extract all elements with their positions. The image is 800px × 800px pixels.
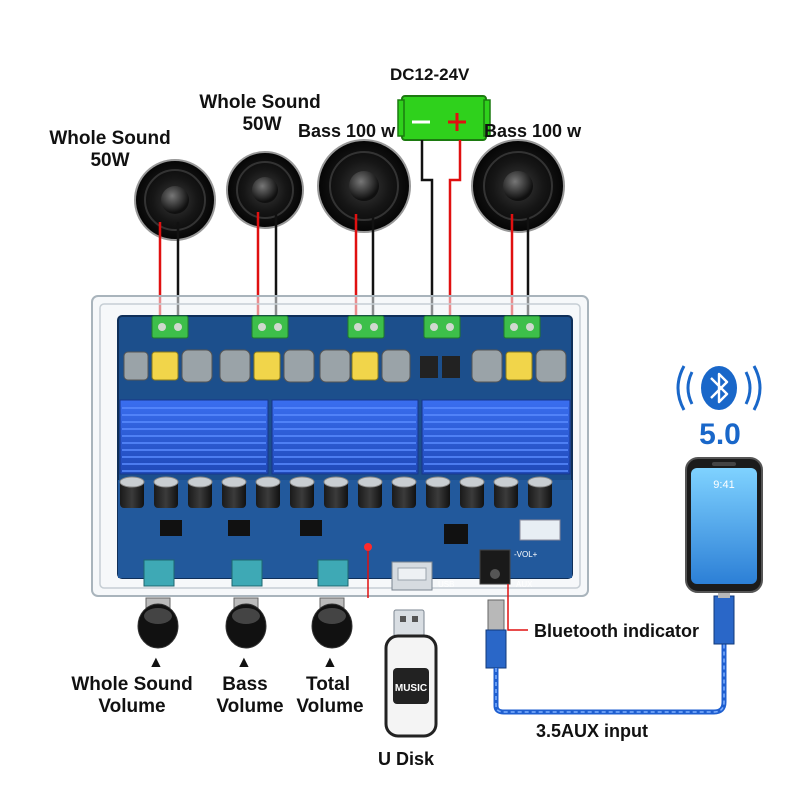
potentiometers (143, 559, 349, 587)
knob-total[interactable] (311, 597, 353, 649)
bluetooth-indicator-label: Bluetooth indicator (534, 621, 699, 641)
board-aux-label: AUX (516, 580, 533, 589)
speaker3-label: Bass 100 w (298, 121, 396, 141)
speaker-1 (134, 159, 216, 241)
capacitor (187, 476, 213, 508)
aux-jack[interactable] (479, 549, 511, 585)
speaker-3 (317, 139, 411, 233)
capacitor (357, 476, 383, 508)
power-wires (420, 140, 462, 318)
usb-disk (384, 609, 438, 738)
knob1-marker: ▲ (148, 654, 164, 671)
bluetooth-version: 5.0 (699, 418, 741, 451)
capacitor (459, 476, 485, 508)
usb-disk-label: U Disk (378, 749, 435, 769)
battery-body (401, 95, 487, 141)
speaker2-label-line1: Whole Sound (199, 92, 321, 113)
knob3-label-line1: Total (306, 674, 350, 695)
capacitor (493, 476, 519, 508)
knob1-label-line1: Whole Sound (71, 674, 193, 695)
capacitor-row (119, 476, 553, 508)
capacitor (153, 476, 179, 508)
heatsink-fins (122, 407, 568, 472)
capacitor (255, 476, 281, 508)
capacitor (221, 476, 247, 508)
speaker1-label-line2: 50W (90, 150, 130, 171)
capacitor (391, 476, 417, 508)
power-supply (397, 95, 491, 141)
board-vol-label: -VOL+ (514, 550, 538, 559)
knob-whole-sound[interactable] (137, 597, 179, 649)
capacitor (425, 476, 451, 508)
capacitor (289, 476, 315, 508)
speaker-4 (471, 139, 565, 233)
phone-time: 9:41 (713, 479, 735, 491)
indicator-leader (507, 584, 528, 631)
heatsinks (119, 399, 571, 475)
knob3-marker: ▲ (322, 654, 338, 671)
knob2-label-line1: Bass (222, 674, 268, 695)
capacitor (527, 476, 553, 508)
speaker-2 (226, 151, 304, 229)
speaker4-label: Bass 100 w (484, 121, 582, 141)
inductor-row (123, 349, 567, 383)
capacitor (119, 476, 145, 508)
power-label: DC12-24V (390, 65, 470, 84)
bluetooth-led (364, 543, 372, 551)
usb-stick-text: MUSIC (394, 683, 428, 694)
knob2-label-line2: Volume (216, 696, 284, 717)
ic-chips (160, 519, 561, 544)
knob1-label-line2: Volume (98, 696, 166, 717)
knob3-label-line2: Volume (296, 696, 364, 717)
smartphone (685, 457, 763, 593)
aux-cable (485, 588, 735, 715)
knob2-marker: ▲ (236, 654, 252, 671)
terminal-blocks (151, 315, 541, 339)
usb-port[interactable] (391, 561, 433, 591)
knob-bass[interactable] (225, 597, 267, 649)
bluetooth-icon (676, 365, 762, 411)
capacitor (323, 476, 349, 508)
speaker2-label-line2: 50W (242, 114, 282, 135)
speaker1-label-line1: Whole Sound (49, 128, 171, 149)
board-usb-label: USB (438, 580, 455, 589)
aux-input-label: 3.5AUX input (536, 721, 649, 741)
